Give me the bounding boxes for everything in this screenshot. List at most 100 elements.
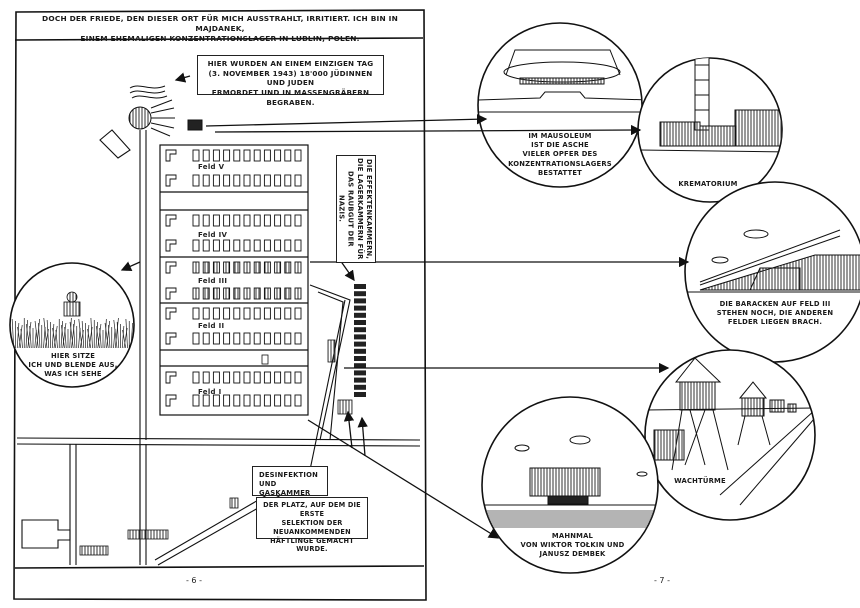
- barrack: [253, 214, 261, 227]
- monument-circle: [481, 396, 659, 574]
- sitting-caption-line-3: was ich sehe: [44, 370, 102, 379]
- barrack: [192, 394, 200, 407]
- barrack: [274, 371, 282, 384]
- grass-blade: [73, 323, 76, 349]
- barrack: [202, 149, 210, 162]
- barrack: [243, 332, 251, 345]
- barrack: [294, 332, 302, 345]
- barrack: [192, 261, 200, 274]
- storage-barrack: [354, 334, 366, 340]
- barrack: [263, 332, 271, 345]
- grass-blade: [29, 325, 32, 349]
- barrack: [253, 174, 261, 187]
- barrack: [223, 214, 231, 227]
- barrack: [233, 394, 241, 407]
- storage-barrack: [354, 312, 366, 318]
- grass-blade: [36, 318, 41, 349]
- monument-caption: Mahnmal von Wiktor Tołkin und Janusz Dem…: [505, 532, 640, 560]
- barrack: [233, 332, 241, 345]
- sitting-caption: Hier sitze ich und blende aus, was ich s…: [28, 352, 118, 380]
- grass-blade: [51, 323, 55, 349]
- barrack: [192, 214, 200, 227]
- barrack: [212, 307, 220, 320]
- barrack: [263, 394, 271, 407]
- barrack: [212, 261, 220, 274]
- barracks-grid: [165, 149, 302, 407]
- barrack: [263, 174, 271, 187]
- storage-barrack: [354, 392, 366, 397]
- barrack: [192, 307, 200, 320]
- grass-blade: [87, 328, 92, 349]
- grass-blade: [16, 322, 20, 349]
- barrack: [253, 239, 261, 252]
- mausoleum-circle: [477, 22, 643, 188]
- selection-caption-line-2: Selektion der Neuankommenden: [273, 518, 351, 536]
- grass-blade: [25, 323, 30, 349]
- barrack: [284, 149, 292, 162]
- barrack-l-shape: [165, 149, 177, 162]
- barrack: [284, 332, 292, 345]
- storage-barracks-row: [354, 284, 366, 397]
- grass-blade: [71, 319, 76, 349]
- selection-caption-box: Der Platz, auf dem die erste Selektion d…: [256, 497, 368, 553]
- header-line-1: Doch der Friede, den dieser Ort für mich…: [42, 14, 398, 33]
- grass-blade: [97, 323, 102, 349]
- gas-caption-line-1: Desinfektion: [259, 471, 318, 479]
- barrack: [233, 174, 241, 187]
- grass-blade: [60, 324, 65, 349]
- grass-blade: [121, 325, 125, 349]
- grass-blade: [27, 321, 32, 349]
- barrack: [284, 371, 292, 384]
- barrack: [202, 371, 210, 384]
- barrack: [243, 149, 251, 162]
- field-label-2: Feld II: [198, 322, 225, 330]
- barrack: [202, 307, 210, 320]
- storage-barrack: [354, 298, 366, 304]
- mausoleum-caption-line-3: vieler Opfer des: [522, 150, 598, 159]
- grass-blade: [116, 321, 120, 349]
- barrack: [294, 214, 302, 227]
- barrack: [233, 239, 241, 252]
- barrack: [212, 332, 220, 345]
- grass-blade: [95, 321, 98, 349]
- barrack: [223, 174, 231, 187]
- storage-barrack: [354, 363, 366, 369]
- mausoleum-caption-line-5: bestattet: [537, 168, 583, 177]
- grass-blade: [38, 322, 41, 349]
- barrack: [233, 287, 241, 300]
- barrack: [284, 261, 292, 274]
- map-monument-icon: [128, 85, 203, 137]
- barrack: [202, 239, 210, 252]
- field-label-3: Feld III: [198, 277, 228, 285]
- barracks-circle: [684, 181, 860, 363]
- barrack: [233, 214, 241, 227]
- barracks-caption-line-3: Felder liegen brach.: [727, 318, 823, 327]
- grass-blade: [60, 320, 63, 349]
- barrack: [253, 332, 261, 345]
- map-hatched-blocks: [79, 339, 353, 556]
- memorial-caption-line-1: Hier wurden an einem einzigen Tag: [207, 59, 374, 68]
- crematorium-caption: Krematorium: [678, 180, 738, 188]
- barrack: [233, 149, 241, 162]
- barrack: [263, 214, 271, 227]
- barrack: [212, 287, 220, 300]
- barrack: [243, 214, 251, 227]
- storage-barrack: [354, 327, 366, 333]
- mausoleum-caption-line-4: Konzentrationslagers: [508, 159, 612, 168]
- grass-blade: [106, 320, 111, 349]
- barrack: [294, 307, 302, 320]
- grass-blade: [11, 318, 15, 349]
- barrack: [212, 174, 220, 187]
- storage-caption-line-3: das Raubgut der Nazis.: [337, 171, 355, 247]
- grass-blade: [43, 317, 48, 349]
- barrack: [212, 394, 220, 407]
- grass-blade: [125, 318, 128, 349]
- grass-blade: [114, 317, 119, 349]
- grass-blade: [34, 320, 39, 349]
- storage-barrack: [354, 305, 366, 311]
- barrack: [243, 371, 251, 384]
- barrack-l-shape: [165, 371, 177, 384]
- barrack: [233, 371, 241, 384]
- barrack: [243, 261, 251, 274]
